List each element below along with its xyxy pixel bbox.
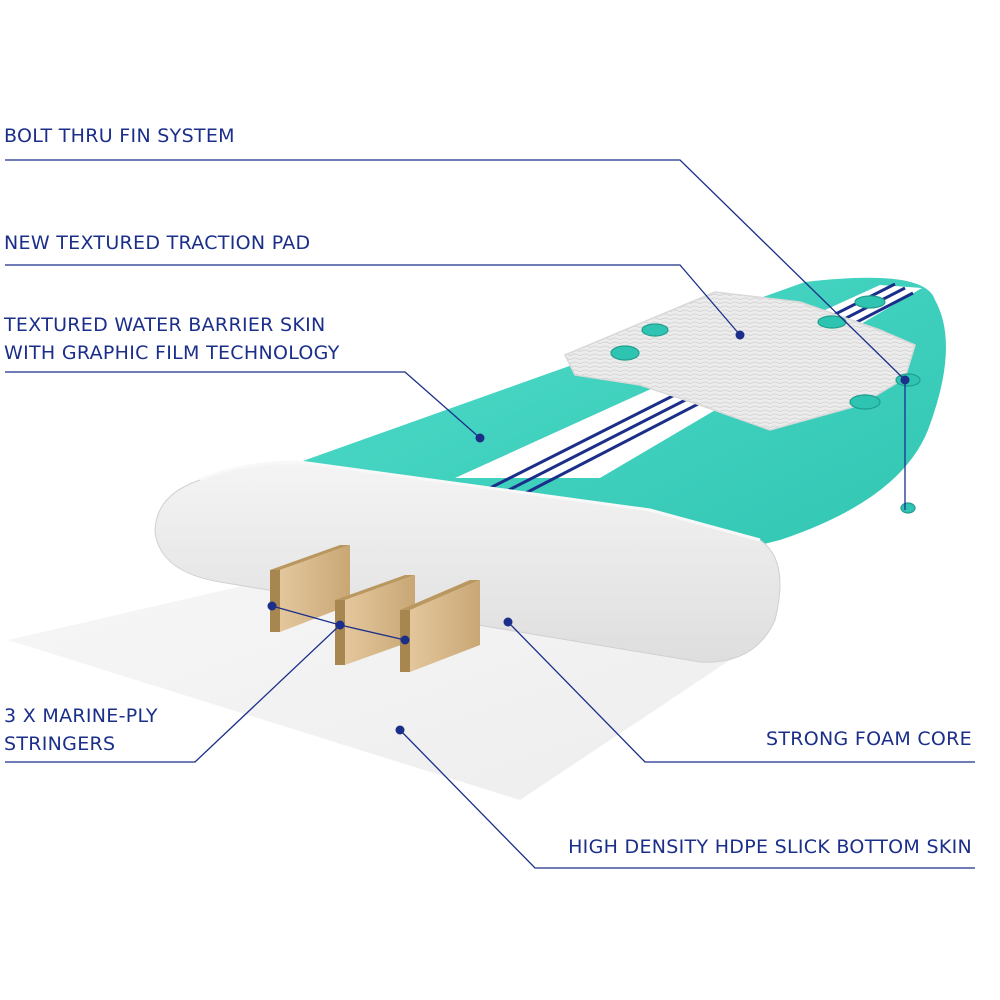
label-foam-core: STRONG FOAM CORE [766,725,972,753]
label-traction-pad-text: NEW TEXTURED TRACTION PAD [4,232,311,254]
label-bottom-skin: HIGH DENSITY HDPE SLICK BOTTOM SKIN [568,833,972,861]
label-foam-core-text: STRONG FOAM CORE [765,728,972,750]
label-stringers-line1: 3 X MARINE-PLY [4,705,158,727]
label-fin-system-text: BOLT THRU FIN SYSTEM [4,125,235,147]
leader-bottom-skin [399,729,975,869]
label-stringers: 3 X MARINE-PLY STRINGERS [4,702,158,758]
leader-foam-core [507,621,975,763]
leader-lines [5,159,975,869]
leader-water-barrier [5,371,481,439]
label-water-barrier-line1: TEXTURED WATER BARRIER SKIN [4,314,326,336]
leader-fin-system [5,159,906,381]
label-bottom-skin-text: HIGH DENSITY HDPE SLICK BOTTOM SKIN [568,836,972,858]
leader-traction-pad [5,264,741,336]
foam-core-top-rim [199,460,761,542]
label-water-barrier-line2: WITH GRAPHIC FILM TECHNOLOGY [4,342,340,364]
stringer-2 [335,575,415,665]
label-traction-pad: NEW TEXTURED TRACTION PAD [4,229,310,257]
label-water-barrier: TEXTURED WATER BARRIER SKIN WITH GRAPHIC… [4,311,340,367]
label-stringers-line2: STRINGERS [4,733,116,755]
label-fin-system: BOLT THRU FIN SYSTEM [4,122,235,150]
leader-dots [267,330,910,735]
stringer-1 [270,545,350,632]
leader-stringers [5,624,341,763]
